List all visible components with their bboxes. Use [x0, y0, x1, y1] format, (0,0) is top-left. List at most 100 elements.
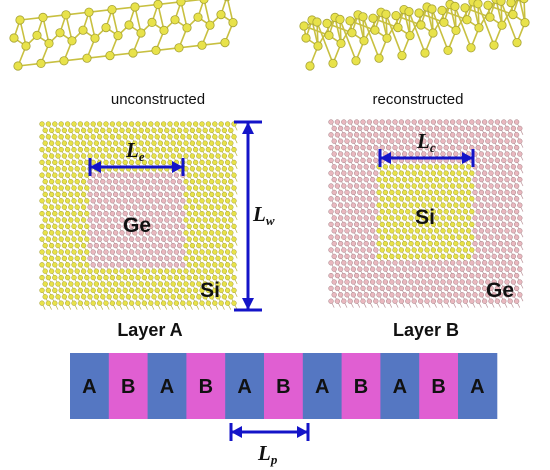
atom [113, 30, 123, 41]
atom [42, 140, 48, 146]
atom [485, 215, 491, 221]
atom [469, 234, 475, 240]
atom [186, 300, 192, 306]
atom [128, 172, 135, 178]
atom [369, 253, 376, 260]
atom [52, 300, 58, 306]
atom [208, 294, 215, 300]
atom [504, 176, 510, 183]
atom [125, 294, 132, 300]
atom [494, 260, 501, 266]
atom [84, 236, 90, 242]
atom [481, 183, 488, 189]
atom [61, 255, 68, 262]
atom [160, 262, 167, 268]
atom [199, 134, 205, 140]
atom [497, 279, 504, 285]
atom [90, 146, 96, 153]
atom [389, 125, 395, 132]
atom [109, 198, 116, 204]
atom [218, 223, 224, 230]
atom [459, 125, 465, 132]
atom [427, 292, 433, 298]
atom [408, 279, 414, 285]
atom [385, 260, 392, 266]
atom [218, 300, 224, 306]
atom [437, 221, 443, 228]
atom [465, 138, 472, 144]
atom [501, 170, 507, 176]
atom [45, 236, 52, 242]
atom [344, 164, 350, 170]
atom [80, 294, 87, 300]
atom [414, 202, 421, 208]
atom [100, 255, 106, 262]
atom [331, 279, 337, 285]
atom [449, 221, 456, 228]
atom [64, 172, 71, 178]
atom [433, 202, 440, 208]
atom [462, 132, 469, 138]
atom [148, 223, 154, 230]
atom [212, 172, 218, 178]
atom [32, 30, 42, 41]
atom [144, 217, 151, 223]
atom [87, 255, 93, 262]
atom [77, 223, 84, 230]
atom [357, 240, 363, 247]
atom [208, 166, 215, 172]
atom [331, 292, 337, 298]
atom [485, 125, 491, 132]
atom [176, 255, 183, 262]
atom [405, 170, 411, 176]
atom [109, 159, 116, 166]
atom [154, 262, 160, 268]
atom [456, 272, 462, 279]
atom [446, 138, 453, 144]
atom [363, 176, 369, 183]
atom [469, 196, 475, 202]
atom [186, 121, 192, 127]
atom [154, 185, 160, 191]
atom [80, 281, 87, 287]
atom [61, 10, 71, 20]
atom [61, 140, 68, 146]
atom [373, 196, 379, 202]
atom [469, 132, 475, 138]
atom [221, 217, 228, 223]
atom [208, 230, 215, 236]
atom [157, 217, 164, 223]
atom [64, 223, 71, 230]
atom [501, 157, 507, 164]
atom [504, 202, 510, 208]
atom [52, 172, 58, 178]
atom [59, 56, 69, 66]
atom [148, 262, 154, 268]
atom [424, 119, 430, 125]
atom [80, 217, 87, 223]
atom [334, 196, 341, 202]
atom [128, 159, 135, 166]
atom [417, 196, 424, 202]
atom [379, 260, 385, 266]
atom [369, 151, 376, 157]
atom [478, 125, 485, 132]
atom [345, 16, 355, 26]
atom [224, 223, 231, 230]
atom [421, 176, 427, 183]
atom [164, 281, 170, 287]
atom [395, 125, 401, 132]
atom [170, 255, 176, 262]
atom [379, 196, 385, 202]
atom [154, 121, 160, 127]
atom [411, 221, 417, 228]
atom [360, 234, 366, 240]
atom [417, 260, 424, 266]
atom [507, 260, 513, 266]
lc-dimension-arrow [378, 149, 475, 167]
atom [84, 287, 90, 294]
atom [469, 247, 475, 253]
atom [205, 172, 212, 178]
atom [205, 300, 212, 306]
atom [437, 119, 443, 125]
